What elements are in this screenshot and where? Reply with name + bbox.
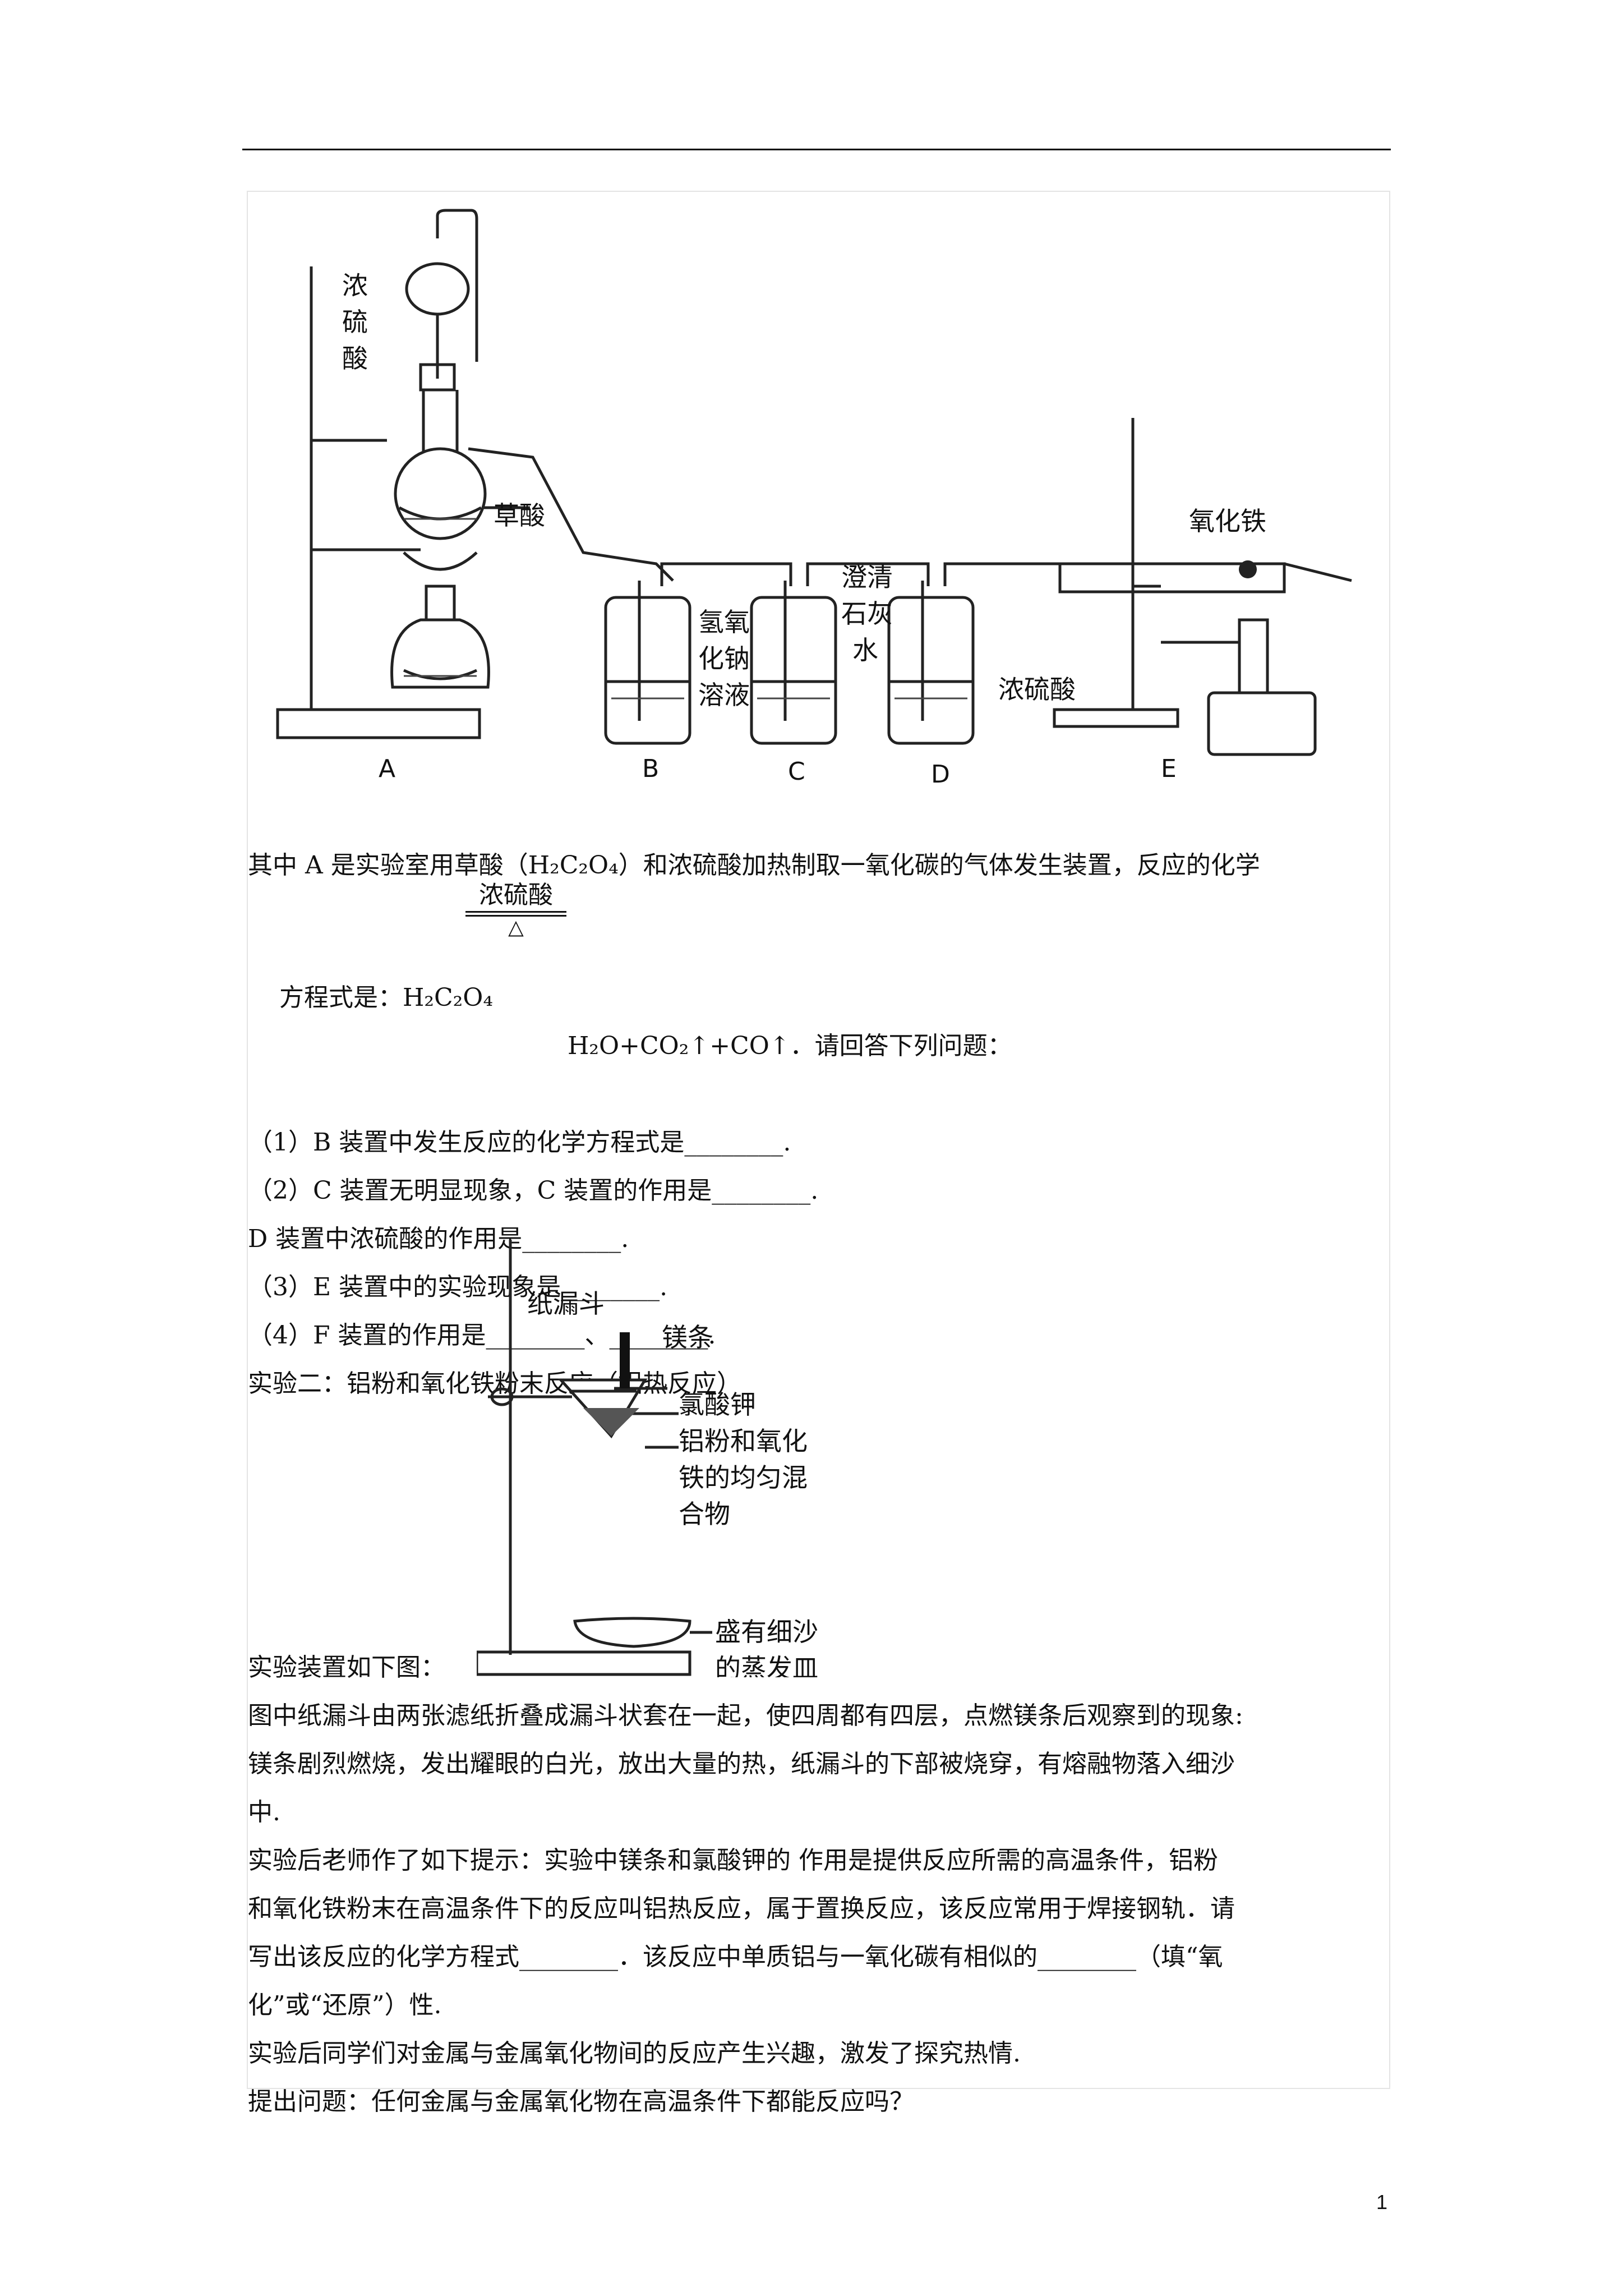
- question-4: （4）F 装置的作用是________、________.: [248, 1321, 716, 1350]
- para-line-8: 实验后同学们对金属与金属氧化物间的反应产生兴趣，激发了探究热情.: [248, 2039, 1021, 2068]
- para-line-3: 中.: [248, 1798, 280, 1826]
- letter-b: B: [642, 754, 659, 783]
- text-block-3: 实验装置如下图： 图中纸漏斗由两张滤纸折叠成漏斗状套在一起，使四周都有四层，点燃…: [248, 1644, 1386, 2126]
- para-line-5: 和氧化铁粉末在高温条件下的反应叫铝热反应，属于置换反应，该反应常用于焊接钢轨．请: [248, 1894, 1235, 1923]
- letter-a: A: [379, 754, 395, 783]
- label-oxalic: 草酸: [494, 500, 545, 531]
- label-conc-acid-d: 浓硫酸: [998, 674, 1076, 705]
- letter-e: E: [1161, 754, 1177, 783]
- label-dish: 盛有细沙的蒸发皿: [715, 1617, 818, 1677]
- para-line-2: 镁条剧烈燃烧，发出耀眼的白光，放出大量的热，纸漏斗的下部被烧穿，有熔融物落入细沙: [248, 1750, 1235, 1778]
- para-line-1: 图中纸漏斗由两张滤纸折叠成漏斗状套在一起，使四周都有四层，点燃镁条后观察到的现象…: [248, 1701, 1243, 1730]
- eq-line: 方程式是：H₂C₂O₄: [279, 983, 493, 1012]
- question-2b: D 装置中浓硫酸的作用是________.: [248, 1225, 629, 1253]
- para-line-9: 提出问题：任何金属与金属氧化物在高温条件下都能反应吗？: [248, 2087, 914, 2116]
- apparatus-figure-1: 浓硫酸 草酸 氢氧化钠溶液 澄清石灰水 浓硫酸 氧化铁 A B C D E: [252, 194, 1391, 816]
- header-rule: [242, 149, 1391, 150]
- eq-condition-top: 浓硫酸: [479, 881, 553, 909]
- apparatus-figure-2: 纸漏斗 镁条 氯酸钾 铝粉和氧化铁的均匀混合物 盛有细沙的蒸发皿: [477, 1228, 880, 1677]
- label-mg: 镁条: [662, 1322, 713, 1352]
- apparatus-caption: 实验装置如下图：: [248, 1653, 445, 1682]
- eq-condition-bottom: △: [508, 916, 524, 939]
- label-naoh: 氢氧化钠溶液: [698, 607, 750, 710]
- letter-c: C: [788, 757, 805, 786]
- label-funnel: 纸漏斗: [527, 1289, 605, 1319]
- intro-line: 其中 A 是实验室用草酸（H₂C₂O₄）和浓硫酸加热制取一氧化碳的气体发生装置，…: [248, 851, 1260, 880]
- content-frame: [247, 191, 1390, 2089]
- question-2: （2）C 装置无明显现象，C 装置的作用是________.: [248, 1176, 819, 1205]
- question-3: （3）E 装置中的实验现象是________.: [248, 1273, 668, 1301]
- question-1: （1）B 装置中发生反应的化学方程式是________.: [248, 1128, 791, 1157]
- label-acid: 浓硫酸: [342, 270, 368, 374]
- para-line-4: 实验后老师作了如下提示：实验中镁条和氯酸钾的 作用是提供反应所需的高温条件，铝粉: [248, 1846, 1218, 1875]
- label-limewater: 澄清石灰水: [841, 562, 893, 665]
- para-line-6: 写出该反应的化学方程式________．该反应中单质铝与一氧化碳有相似的____…: [248, 1943, 1223, 1971]
- page-number: 1: [1376, 2191, 1387, 2214]
- label-kclo3: 氯酸钾: [679, 1389, 756, 1420]
- eq-products: H₂O+CO₂↑+CO↑．请回答下列问题：: [568, 1032, 1012, 1060]
- letter-d: D: [931, 760, 950, 789]
- equation-condition: 浓硫酸 △: [465, 881, 566, 939]
- label-mix: 铝粉和氧化铁的均匀混合物: [679, 1426, 808, 1529]
- text-block-1: 其中 A 是实验室用草酸（H₂C₂O₄）和浓硫酸加热制取一氧化碳的气体发生装置，…: [248, 841, 1386, 890]
- para-line-7: 化”或“还原”）性.: [248, 1991, 442, 2019]
- label-fe2o3: 氧化铁: [1189, 506, 1266, 536]
